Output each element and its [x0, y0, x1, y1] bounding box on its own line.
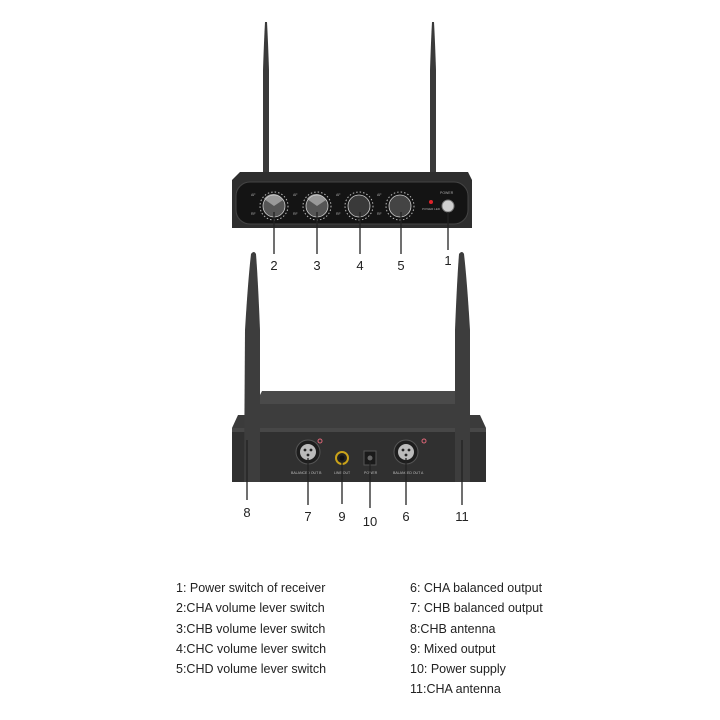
svg-text:RF: RF: [377, 212, 382, 216]
legend-item: 11:CHA antenna: [410, 682, 501, 697]
callout-9: 9: [338, 509, 346, 524]
legend-item: 3:CHB volume lever switch: [176, 621, 326, 636]
knob-volume-d: [385, 191, 415, 221]
legend-item: 7: CHB balanced output: [410, 601, 543, 616]
legend-item: 1: Power switch of receiver: [176, 581, 326, 595]
svg-text:AF: AF: [336, 193, 340, 197]
rear-leader-lines: [246, 440, 463, 508]
legend-item: 5:CHD volume lever switch: [176, 662, 327, 677]
rear-unit: BALANCED OUT B LINE OUT POWER BALANCED O…: [232, 391, 486, 482]
power-led-icon: [429, 200, 433, 204]
rear-antenna-left: [244, 252, 260, 482]
legend-item: 4:CHC volume lever switch: [176, 641, 327, 656]
svg-text:AF: AF: [377, 193, 381, 197]
svg-text:AF: AF: [251, 193, 255, 197]
callout-8: 8: [243, 505, 251, 520]
callout-2: 2: [270, 258, 278, 273]
knob-volume-a: [259, 191, 289, 221]
front-antenna-right: [430, 22, 436, 176]
callout-3: 3: [313, 258, 321, 273]
callout-4: 4: [356, 258, 364, 273]
knob-volume-c: [344, 191, 374, 221]
legend-item: 9: Mixed output: [410, 641, 496, 656]
front-leader-lines: [273, 212, 449, 254]
svg-text:POWER: POWER: [440, 191, 454, 195]
legend-item: 8:CHB antenna: [410, 621, 496, 636]
front-unit: AF RF AF RF AF RF AF RF POWER LED POWER: [232, 172, 472, 228]
callout-7: 7: [304, 509, 312, 524]
legend-item: 6: CHA balanced output: [410, 581, 543, 595]
power-in-jack: [363, 450, 377, 466]
svg-text:POWER: POWER: [364, 471, 378, 475]
svg-text:POWER LED: POWER LED: [422, 207, 441, 211]
legend-item: 2:CHA volume lever switch: [176, 601, 325, 616]
front-antenna-left: [263, 22, 269, 176]
svg-text:RF: RF: [251, 212, 256, 216]
svg-text:RF: RF: [293, 212, 298, 216]
svg-text:BALANCED OUT B: BALANCED OUT B: [291, 471, 322, 475]
svg-text:BALANCED OUT A: BALANCED OUT A: [393, 471, 424, 475]
legend-left: 1: Power switch of receiver 2:CHA volume…: [176, 578, 326, 679]
svg-text:RF: RF: [336, 212, 341, 216]
svg-text:AF: AF: [293, 193, 297, 197]
legend-right: 6: CHA balanced output 7: CHB balanced o…: [410, 578, 543, 700]
xlr-balanced-out-b: [295, 438, 323, 465]
xlr-balanced-out-a: [393, 438, 427, 465]
power-switch-icon: [441, 199, 455, 213]
line-out-jack: [335, 451, 349, 465]
callout-11: 11: [455, 509, 469, 524]
rear-antenna-right: [455, 252, 470, 482]
legend-item: 10: Power supply: [410, 662, 506, 677]
callout-5: 5: [397, 258, 405, 273]
callout-10: 10: [362, 514, 378, 529]
callout-6: 6: [402, 509, 410, 524]
callout-1: 1: [444, 253, 452, 268]
